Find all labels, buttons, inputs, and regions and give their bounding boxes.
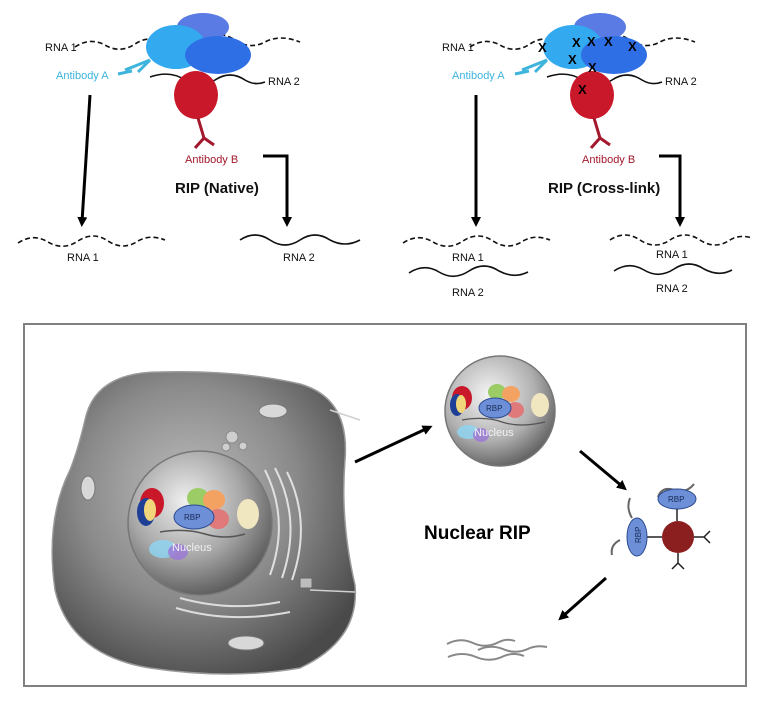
- vesicle: [225, 430, 239, 444]
- released-rna-strand: [447, 653, 525, 661]
- endoplasmic-reticulum: [175, 597, 291, 619]
- crosslink-rna2-strand: [546, 73, 663, 86]
- ip-rbp-protein-left: [626, 517, 648, 557]
- released-rna-strand: [446, 638, 516, 647]
- nucleus-complex-violet: [168, 544, 188, 560]
- nucleus-complex-cream: [237, 499, 259, 529]
- crosslink-mark: X: [568, 52, 577, 67]
- mitochondrion: [258, 403, 288, 419]
- crosslink-marks: X X X X X X X X: [538, 34, 637, 97]
- rbp-protein: [173, 504, 215, 530]
- released-rna-strands: [446, 638, 548, 661]
- nucleus-complex-yellow: [144, 499, 156, 521]
- ip-bead: [662, 521, 694, 553]
- golgi: [264, 467, 302, 581]
- crosslink-mark: X: [628, 39, 637, 54]
- crosslink-result-left-rna2-label: RNA 2: [452, 287, 484, 299]
- native-result-rna2-strand: [239, 234, 361, 246]
- crosslink-result-right-rna2-strand: [613, 263, 733, 276]
- native-title: RIP (Native): [175, 180, 259, 197]
- crosslink-panel: RNA 1 RNA 2 X X X X X X X X Antibody A: [402, 13, 753, 299]
- isolated-rbp-protein: [478, 397, 512, 419]
- nucleus-complex-green: [187, 488, 209, 508]
- native-arrow-left: [77, 94, 92, 227]
- ip-antibody-bottom-icon: [671, 553, 685, 570]
- native-panel: RNA 1 RNA 2 Antibody A Antibody B RIP (N…: [17, 13, 361, 264]
- native-rna2-strand: [149, 73, 266, 86]
- crosslink-mark: X: [578, 82, 587, 97]
- crosslink-antibody-a-icon: [514, 58, 549, 76]
- nuclear-rip-title: Nuclear RIP: [424, 523, 531, 544]
- native-arrow-right: [263, 154, 292, 227]
- native-protein-blue: [185, 36, 251, 74]
- released-rna-strand: [477, 645, 548, 653]
- isolated-complex-green: [488, 384, 506, 400]
- crosslink-result-left-rna1-strand: [402, 235, 551, 248]
- vesicle: [238, 441, 248, 451]
- nuclear-arrow-1: [354, 425, 433, 464]
- crosslink-rna1-strand: [469, 33, 696, 51]
- native-result-rna1-strand: [17, 235, 166, 248]
- native-antibody-a-label: Antibody A: [56, 70, 109, 82]
- native-rna1-strand: [74, 33, 301, 51]
- native-antibody-b-icon: [193, 117, 215, 150]
- crosslink-antibody-b-icon: [589, 117, 611, 150]
- ip-rbp-label-left: RBP: [634, 527, 643, 543]
- cytoskeleton-fiber: [309, 409, 361, 593]
- crosslink-arrow-right: [659, 154, 685, 227]
- isolated-rbp-label: RBP: [486, 404, 502, 413]
- crosslink-title: RIP (Cross-link): [548, 180, 660, 197]
- rbp-label: RBP: [184, 513, 200, 522]
- crosslink-mark: X: [538, 40, 547, 55]
- ip-complex: RBP RBP: [610, 483, 711, 570]
- isolated-complex-orange: [502, 386, 520, 402]
- native-protein-red: [174, 71, 218, 119]
- mitochondrion: [227, 635, 265, 651]
- centriole: [299, 577, 313, 589]
- ip-rna-strand-left: [610, 497, 633, 556]
- native-rna1-label: RNA 1: [45, 42, 77, 54]
- crosslink-antibody-a-label: Antibody A: [452, 70, 505, 82]
- isolated-complex-yellow: [456, 395, 466, 413]
- isolated-complex-cream: [531, 393, 549, 417]
- crosslink-mark: X: [587, 34, 596, 49]
- ip-rbp-label-top: RBP: [668, 495, 684, 504]
- crosslink-result-left-rna1-label: RNA 1: [452, 252, 484, 264]
- crosslink-protein-blue: [581, 36, 647, 74]
- ip-antibody-right-icon: [694, 530, 711, 544]
- native-antibody-a-icon: [117, 58, 152, 76]
- crosslink-mark: X: [572, 35, 581, 50]
- mitochondrion: [80, 475, 96, 501]
- cell-illustration: RBP Nucleus: [51, 371, 361, 675]
- crosslink-result-right-rna2-label: RNA 2: [656, 283, 688, 295]
- crosslink-antibody-b-label: Antibody B: [582, 154, 635, 166]
- isolated-rna-strand: [461, 417, 546, 426]
- isolated-nucleus-label: Nucleus: [474, 427, 514, 439]
- crosslink-result-right-rna1-strand: [609, 234, 753, 246]
- native-antibody-b-label: Antibody B: [185, 154, 238, 166]
- native-rna2-label: RNA 2: [268, 76, 300, 88]
- crosslink-rna1-label: RNA 1: [442, 42, 474, 54]
- native-result-rna1-label: RNA 1: [67, 252, 99, 264]
- crosslink-result-left-rna2-strand: [408, 265, 529, 278]
- crosslink-mark: X: [588, 60, 597, 75]
- crosslink-mark: X: [604, 34, 613, 49]
- nuclear-arrow-2: [579, 449, 627, 491]
- vesicle: [221, 442, 231, 452]
- crosslink-result-right-rna1-label: RNA 1: [656, 249, 688, 261]
- nucleus-complex-orange: [203, 490, 225, 510]
- nucleus-rna-strand: [159, 529, 246, 538]
- crosslink-protein-red: [570, 71, 614, 119]
- isolated-complex-violet: [473, 428, 489, 442]
- nucleus-label: Nucleus: [172, 542, 212, 554]
- nuclear-arrow-3: [558, 576, 607, 621]
- crosslink-rna2-label: RNA 2: [665, 76, 697, 88]
- native-result-rna2-label: RNA 2: [283, 252, 315, 264]
- nuclear-rip-panel: RBP Nucleus RBP Nucleus: [23, 323, 747, 687]
- isolated-nucleus: RBP Nucleus: [444, 355, 556, 467]
